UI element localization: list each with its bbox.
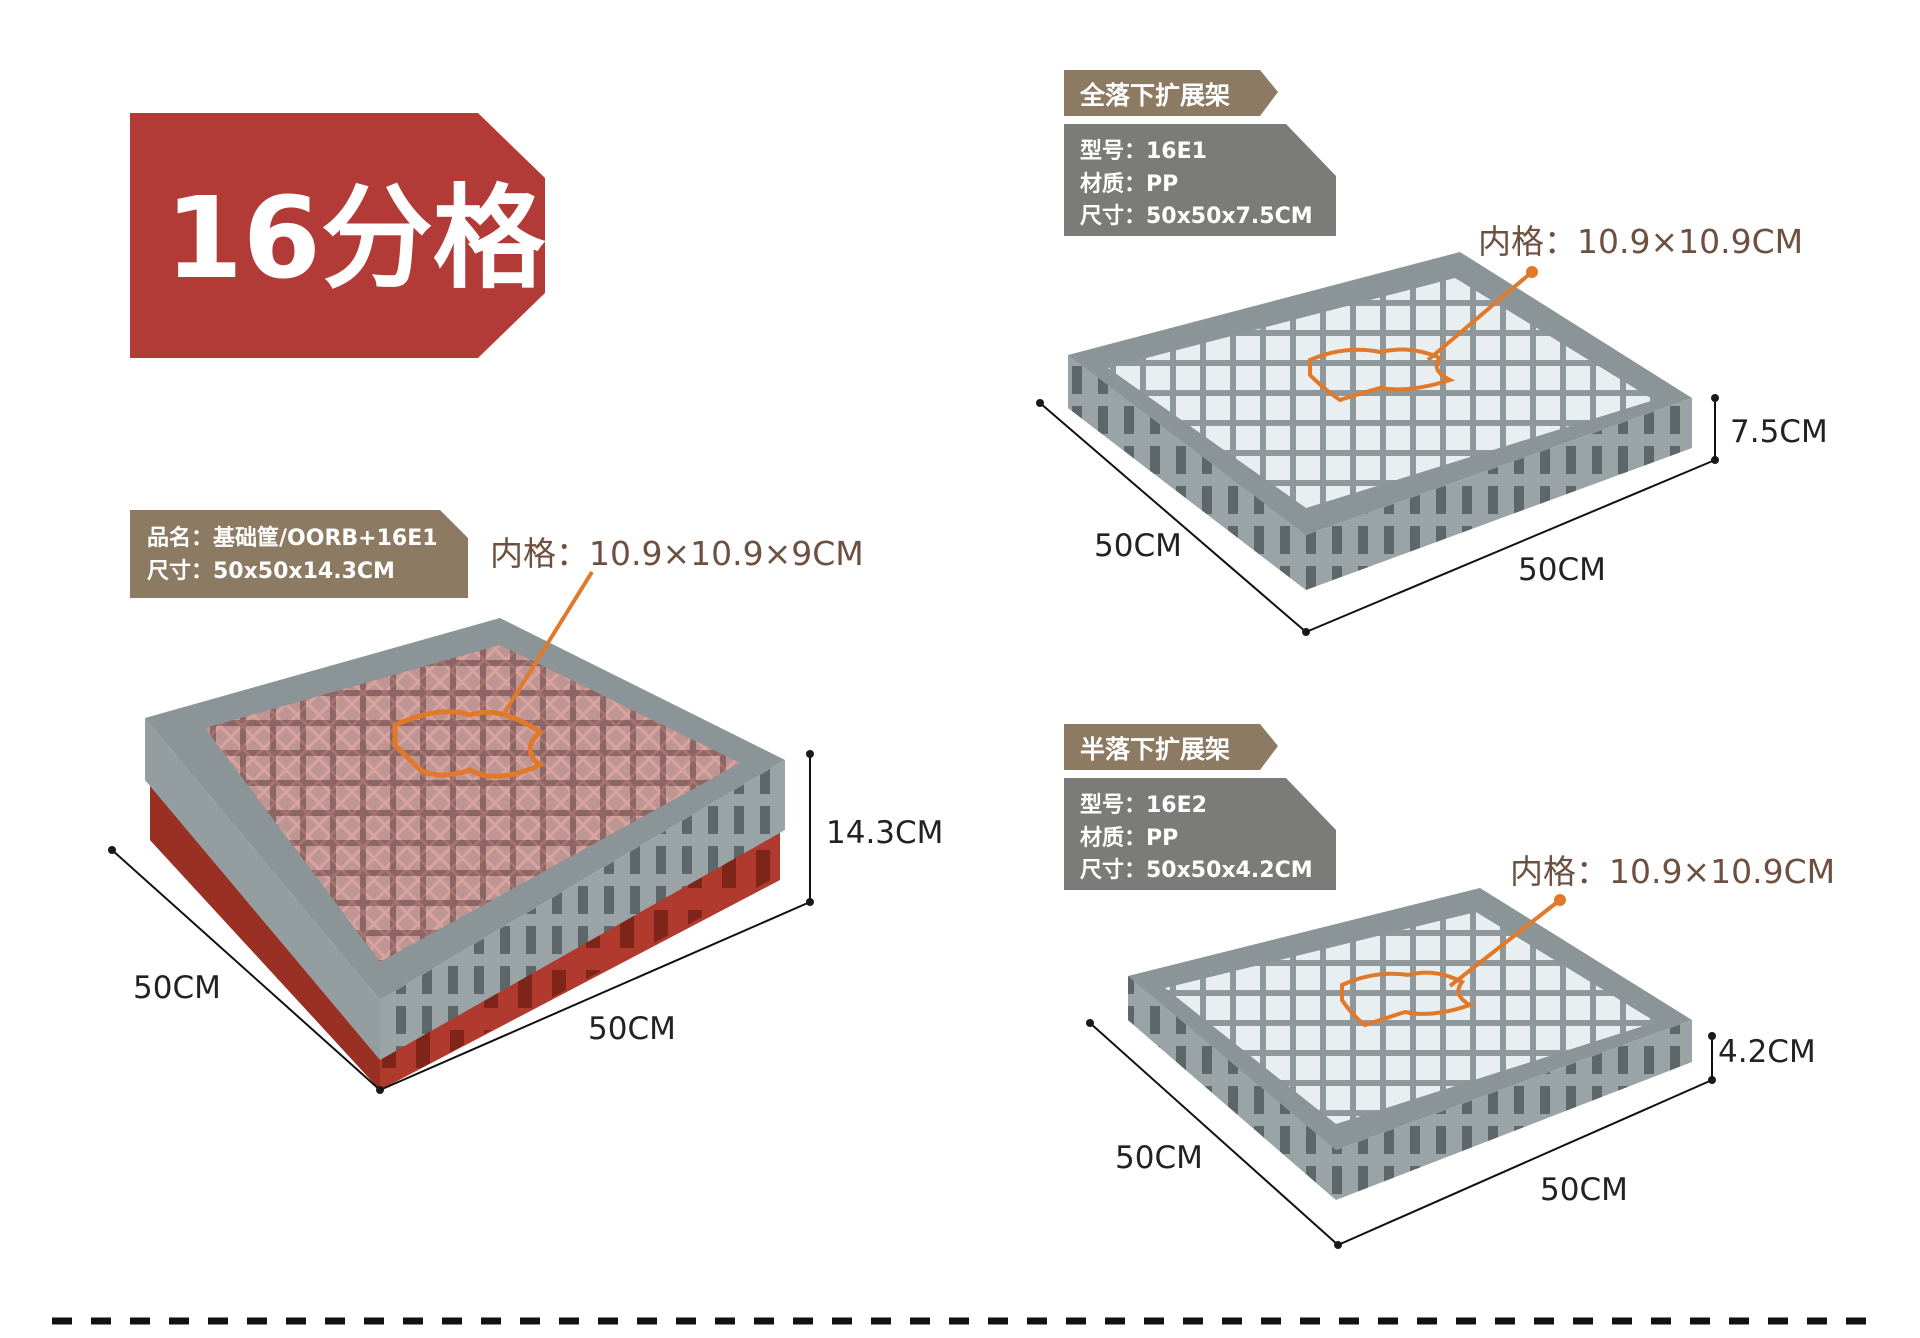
half-extender-dim-left: 50CM bbox=[1115, 1140, 1203, 1176]
base-rack-frame-left bbox=[145, 718, 380, 1060]
base-rack-illustration bbox=[145, 570, 785, 1090]
full-extender-left-wall bbox=[1068, 355, 1306, 590]
base-rack-frame-front bbox=[380, 760, 785, 1060]
title-banner-shape bbox=[130, 113, 545, 358]
page-title: 16分格 bbox=[165, 174, 546, 304]
full-extender-highlight-cell bbox=[1308, 347, 1456, 403]
base-rack-highlight-cell bbox=[392, 709, 545, 779]
half-extender-callout-line bbox=[1448, 898, 1562, 988]
full-extender-callout-line bbox=[1426, 270, 1534, 362]
base-rack-dim-bottom: 50CM bbox=[588, 1011, 676, 1047]
base-rack-dimensions: 14.3CM 50CM 50CM bbox=[108, 750, 943, 1094]
half-extender-size: 尺寸：50x50x4.2CM bbox=[1080, 858, 1313, 883]
full-extender-front-wall bbox=[1306, 398, 1692, 590]
half-extender-front-wall bbox=[1336, 1020, 1692, 1200]
base-rack-dim-left: 50CM bbox=[133, 970, 221, 1006]
half-extender-callout-dot bbox=[1554, 894, 1566, 906]
full-extender-inner-size: 内格：10.9×10.9CM bbox=[1478, 222, 1803, 261]
base-rack-info-box bbox=[130, 510, 468, 598]
half-extender-model: 型号：16E2 bbox=[1080, 793, 1207, 818]
half-extender-illustration bbox=[1128, 888, 1692, 1200]
full-extender-dim-height: 7.5CM bbox=[1730, 414, 1828, 450]
base-rack-size: 尺寸：50x50x14.3CM bbox=[147, 559, 395, 584]
base-rack-callout-line bbox=[503, 570, 594, 714]
half-extender-left-wall bbox=[1128, 976, 1336, 1200]
half-extender-dim-bottom: 50CM bbox=[1540, 1172, 1628, 1208]
half-extender-inner-size: 内格：10.9×10.9CM bbox=[1510, 852, 1835, 891]
half-extender-tag-box bbox=[1064, 724, 1278, 770]
half-extender-dimensions: 4.2CM 50CM 50CM bbox=[1086, 1019, 1816, 1249]
base-rack-dim-height: 14.3CM bbox=[826, 815, 943, 851]
full-extender-size: 尺寸：50x50x7.5CM bbox=[1080, 204, 1313, 229]
half-extender-info-box bbox=[1064, 778, 1336, 890]
full-extender-dimensions: 7.5CM 50CM 50CM bbox=[1036, 394, 1828, 636]
full-extender-info-box bbox=[1064, 124, 1336, 236]
title-banner: 16分格 bbox=[130, 113, 546, 358]
base-rack-grid-dividers bbox=[205, 645, 740, 962]
half-extender-info: 半落下扩展架 型号：16E2 材质：PP 尺寸：50x50x4.2CM bbox=[1064, 724, 1336, 890]
full-extender-dim-left: 50CM bbox=[1094, 528, 1182, 564]
full-extender-material: 材质：PP bbox=[1080, 172, 1178, 197]
full-extender-model: 型号：16E1 bbox=[1080, 139, 1207, 164]
half-extender-tag: 半落下扩展架 bbox=[1080, 735, 1230, 764]
base-rack-info: 品名：基础筐/OORB+16E1 尺寸：50x50x14.3CM bbox=[130, 510, 468, 598]
half-extender-material: 材质：PP bbox=[1080, 826, 1178, 851]
full-extender-info: 全落下扩展架 型号：16E1 材质：PP 尺寸：50x50x7.5CM bbox=[1064, 70, 1336, 236]
base-rack-inner-size: 内格：10.9×10.9×9CM bbox=[490, 534, 864, 573]
full-extender-illustration bbox=[1068, 252, 1692, 590]
half-extender-highlight-cell bbox=[1340, 970, 1475, 1028]
full-extender-dim-bottom: 50CM bbox=[1518, 552, 1606, 588]
base-rack-name: 品名：基础筐/OORB+16E1 bbox=[147, 525, 438, 551]
full-extender-grid bbox=[1108, 278, 1654, 508]
half-extender-dim-height: 4.2CM bbox=[1718, 1034, 1816, 1070]
full-extender-tag-box bbox=[1064, 70, 1278, 116]
full-extender-callout-dot bbox=[1526, 266, 1538, 278]
half-extender-grid bbox=[1165, 912, 1656, 1124]
full-extender-tag: 全落下扩展架 bbox=[1079, 81, 1230, 110]
